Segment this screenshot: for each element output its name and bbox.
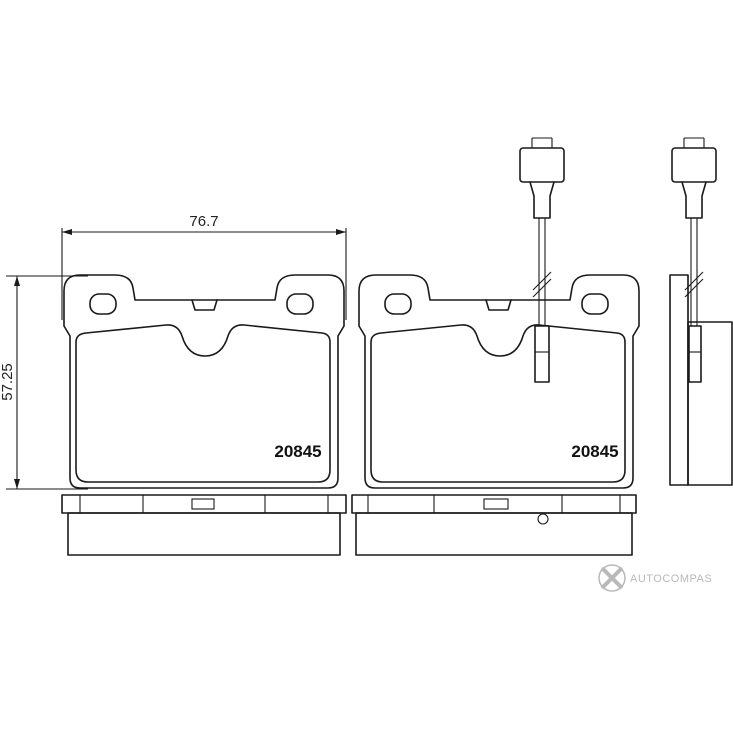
- wear-sensor-front: [519, 137, 565, 383]
- width-dimension: 76.7: [61, 213, 347, 320]
- left-pad-bottom-view: [61, 494, 347, 556]
- pad-side-view: [669, 137, 733, 486]
- part-number-right: 20845: [571, 442, 618, 461]
- height-dimension: 57.25: [0, 275, 88, 490]
- right-pad-bottom-view: [351, 494, 637, 556]
- watermark: AUTOCOMPAS: [598, 564, 712, 592]
- part-number-left: 20845: [274, 442, 321, 461]
- height-dimension-label: 57.25: [0, 363, 16, 401]
- left-pad-front-view: 20845: [63, 274, 345, 489]
- width-dimension-label: 76.7: [189, 213, 218, 230]
- autocompas-logo-icon: [598, 564, 626, 592]
- watermark-text: AUTOCOMPAS: [630, 573, 712, 585]
- right-pad-front-view: 20845: [358, 274, 640, 489]
